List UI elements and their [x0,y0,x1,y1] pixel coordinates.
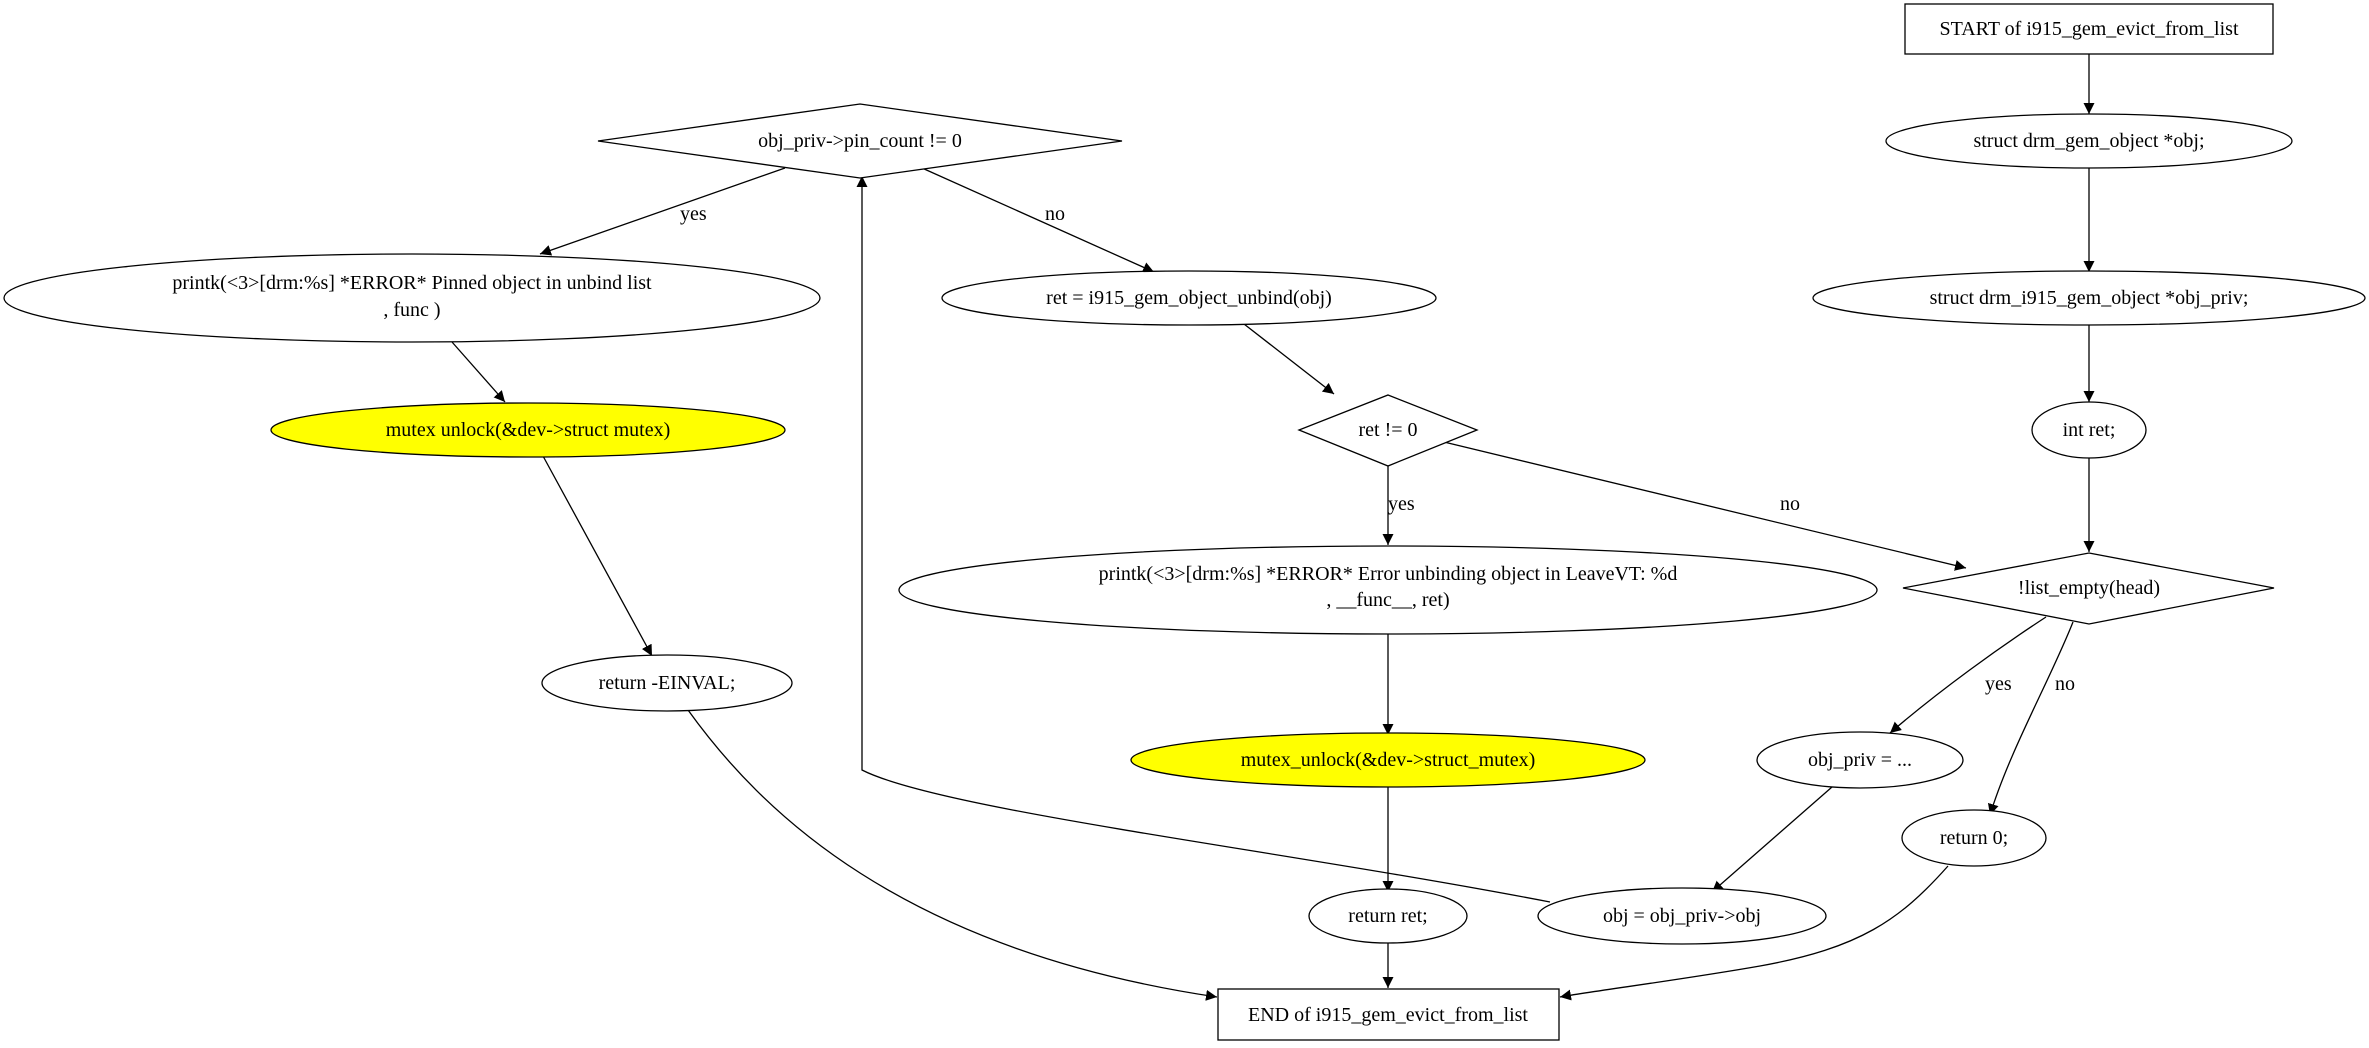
return-zero-label: return 0; [1940,827,2008,849]
node-return-einval: return -EINVAL; [541,654,793,712]
edge-labels: yes no yes no yes no [680,203,2075,695]
label-pin-yes: yes [680,203,707,225]
return-ret-label: return ret; [1348,905,1427,927]
node-return-zero: return 0; [1901,809,2047,867]
node-mutex-unlock-1: mutex unlock(&dev->struct mutex) [270,402,786,458]
printk-unbind-label-2: , __func__, ret) [1326,589,1449,611]
node-start: START of i915_gem_evict_from_list [1904,3,2274,55]
mutex-unlock-2-label: mutex_unlock(&dev->struct_mutex) [1241,749,1536,771]
decl-obj-priv-label: struct drm_i915_gem_object *obj_priv; [1930,287,2249,309]
nodes: START of i915_gem_evict_from_list struct… [3,3,2366,1041]
edges [451,54,2095,1001]
node-end: END of i915_gem_evict_from_list [1217,988,1560,1041]
node-list-empty: !list_empty(head) [1902,552,2275,625]
decl-ret-label: int ret; [2063,419,2116,441]
end-label: END of i915_gem_evict_from_list [1248,1004,1528,1026]
edge-pin-yes [539,167,786,256]
printk-pinned-label-2: , func ) [383,299,440,321]
edge-return-einval-to-end [687,709,1218,1001]
edge-list-empty-yes [1889,616,2047,734]
edge-pin-no [921,167,1155,273]
list-empty-label: !list_empty(head) [2018,577,2160,599]
mutex-unlock-1-label: mutex unlock(&dev->struct mutex) [386,419,671,441]
edge-ret-no [1443,441,1967,571]
edge-printk-pinned-to-mutex [451,341,506,403]
ret-check-label: ret != 0 [1358,419,1417,441]
node-obj-priv-assign: obj_priv = ... [1756,731,1964,789]
node-mutex-unlock-2: mutex_unlock(&dev->struct_mutex) [1130,732,1646,788]
label-list-yes: yes [1985,673,2012,695]
node-decl-obj-priv: struct drm_i915_gem_object *obj_priv; [1812,270,2366,326]
obj-priv-assign-label: obj_priv = ... [1808,749,1912,771]
edge-return-zero-to-end [1559,865,1949,1001]
node-printk-pinned: printk(<3>[drm:%s] *ERROR* Pinned object… [3,253,821,343]
start-label: START of i915_gem_evict_from_list [1939,18,2238,40]
return-einval-label: return -EINVAL; [599,672,736,694]
node-decl-ret: int ret; [2031,401,2147,459]
unbind-label: ret = i915_gem_object_unbind(obj) [1046,287,1332,309]
printk-pinned-label-1: printk(<3>[drm:%s] *ERROR* Pinned object… [172,272,652,294]
pin-count-label: obj_priv->pin_count != 0 [758,130,962,152]
node-obj-assign: obj = obj_priv->obj [1537,887,1827,945]
edge-list-empty-no [1987,621,2074,816]
node-pin-count: obj_priv->pin_count != 0 [597,103,1123,179]
node-printk-unbind: printk(<3>[drm:%s] *ERROR* Error unbindi… [898,545,1878,635]
node-return-ret: return ret; [1308,888,1468,944]
edge-unbind-to-ret-check [1243,323,1335,395]
label-ret-yes: yes [1388,493,1415,515]
obj-assign-label: obj = obj_priv->obj [1603,905,1761,927]
label-ret-no: no [1780,493,1800,515]
edge-obj-priv-to-obj [1711,786,1833,893]
label-list-no: no [2055,673,2075,695]
printk-unbind-label-1: printk(<3>[drm:%s] *ERROR* Error unbindi… [1099,563,1678,585]
label-pin-no: no [1045,203,1065,225]
decl-obj-label: struct drm_gem_object *obj; [1973,130,2204,152]
node-decl-obj: struct drm_gem_object *obj; [1885,113,2293,169]
edge-mutex-to-return-einval [542,455,653,657]
node-unbind: ret = i915_gem_object_unbind(obj) [941,270,1437,326]
node-ret-check: ret != 0 [1297,394,1479,467]
edge-obj-to-pin-count [856,176,1551,903]
